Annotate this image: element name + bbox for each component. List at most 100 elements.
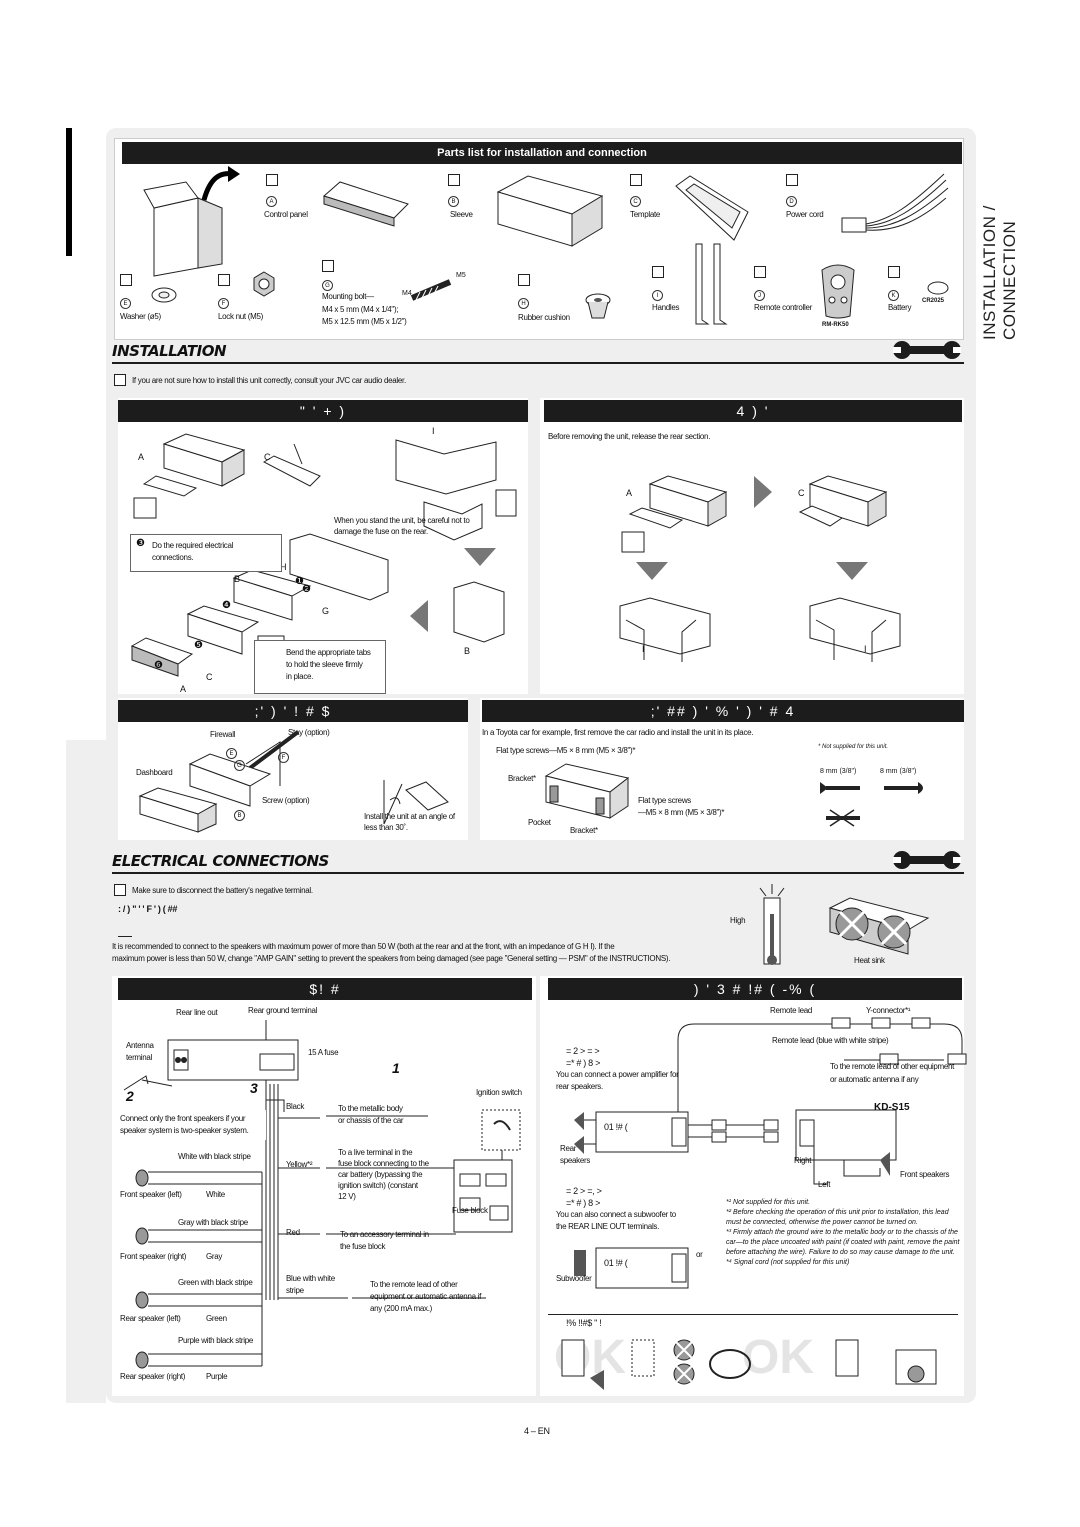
wire-black: Black — [286, 1102, 305, 1111]
screw-mm-2: 8 mm (3/8") — [880, 768, 917, 775]
part-c-checkbox[interactable] — [630, 174, 642, 186]
gray-black: Gray with black stripe — [178, 1218, 248, 1227]
part-f-name: Lock nut (M5) — [218, 312, 264, 321]
step3-box — [130, 534, 282, 572]
remove-label-i1: I — [642, 644, 645, 654]
wrench-icon-2 — [893, 851, 961, 869]
or-label: or — [696, 1250, 703, 1259]
step-n4: ❹ — [222, 600, 231, 611]
part-e-letter: E — [120, 298, 131, 309]
part-k-letter: K — [888, 290, 899, 301]
install-diagram-left — [130, 433, 517, 677]
page-panel-lower — [66, 740, 106, 1403]
wire-green: Green — [206, 1314, 227, 1323]
remove-label-a: A — [626, 488, 632, 498]
amp-desc-2: rear speakers. — [556, 1082, 603, 1091]
thermometer-icon — [759, 884, 785, 965]
high-label: High — [730, 916, 746, 925]
part-e-checkbox[interactable] — [120, 274, 132, 286]
speaker-note-2: maximum power is less than 50 W, change … — [112, 954, 671, 963]
white-black: White with black stripe — [178, 1152, 251, 1161]
remote-model: RM-RK50 — [822, 322, 849, 328]
caution-checkbox[interactable] — [114, 374, 126, 386]
rear-ground: Rear ground terminal — [248, 1006, 318, 1015]
part-k-checkbox[interactable] — [888, 266, 900, 278]
sub-amp-label: 01 !# ( — [604, 1258, 628, 1268]
angle-label-1: Install the unit at an angle of — [364, 812, 455, 821]
blue-desc-1: To the remote lead of other — [370, 1280, 458, 1289]
step3-text: Do the required electrical connections. — [152, 541, 234, 562]
part-j-checkbox[interactable] — [754, 266, 766, 278]
rear-right: Rear speaker (right) — [120, 1372, 186, 1381]
yellow-desc-5: 12 V) — [338, 1192, 356, 1201]
red-desc-2: the fuse block — [340, 1242, 386, 1251]
front-right: Front speaker (right) — [120, 1252, 187, 1261]
remote-lead-blue: Remote lead (blue with white stripe) — [772, 1036, 889, 1045]
parts-header: Parts list for installation and connecti… — [122, 142, 962, 164]
part-h-checkbox[interactable] — [518, 274, 530, 286]
subwoofer-label: Subwoofer — [556, 1274, 592, 1283]
blue-desc-2: equipment or automatic antenna if — [370, 1292, 482, 1301]
garbled-line: : / ) " ' ' F ' ) ( ## — [118, 904, 178, 914]
label-c2: C — [206, 672, 213, 682]
bracket-label-1: Bracket* — [508, 774, 536, 783]
toyota-bracket-diagram — [544, 763, 630, 819]
wiring-left-band: $! # — [118, 978, 532, 1000]
num-2: 2 — [126, 1088, 134, 1104]
heat-sink-illustration — [828, 897, 930, 955]
part-e-name: Washer (ø5) — [120, 312, 161, 321]
amp-garbled-1: = 2 > = > — [566, 1046, 600, 1056]
disconnect-note: Make sure to disconnect the battery's ne… — [132, 886, 313, 895]
flat-screws-2a: Flat type screws — [638, 796, 691, 805]
wiring-right-panel — [540, 976, 964, 1396]
release-note: Before removing the unit, release the re… — [548, 432, 711, 441]
remote-controller-icon — [821, 264, 855, 319]
num-1: 1 — [392, 1060, 400, 1076]
handles-icon — [695, 243, 728, 325]
spine-bar — [66, 128, 72, 256]
bottom-rule — [548, 1314, 958, 1315]
part-g-checkbox[interactable] — [322, 260, 334, 272]
stay-label: Stay (option) — [288, 728, 330, 737]
part-f-checkbox[interactable] — [218, 274, 230, 286]
step-n6: ❻ — [154, 660, 163, 671]
part-j-letter: J — [754, 290, 765, 301]
bend-1: Bend the appropriate tabs — [286, 648, 371, 657]
rear-line-out: Rear line out — [176, 1008, 218, 1017]
installation-caution: If you are not sure how to install this … — [132, 376, 406, 385]
not-supplied-note: * Not supplied for this unit. — [818, 744, 889, 750]
part-a-checkbox[interactable] — [266, 174, 278, 186]
to-metal-1: To the metallic body — [338, 1104, 403, 1113]
label-left: Left — [818, 1180, 831, 1189]
bracket-label-2: Bracket* — [570, 826, 598, 835]
footnote-2: *² Before checking the operation of this… — [726, 1209, 949, 1226]
wiring-right-band: ) ' 3 # !# ( -% ( — [548, 978, 962, 1000]
part-b-checkbox[interactable] — [448, 174, 460, 186]
ok-diagram — [561, 1339, 937, 1390]
pocket-label: Pocket — [528, 818, 551, 827]
rear-sp-2: speakers — [560, 1156, 591, 1165]
wiring-diagram-left — [123, 1020, 521, 1369]
part-c-name: Template — [630, 210, 661, 219]
y-connector: Y-connector*¹ — [866, 1006, 911, 1015]
disconnect-checkbox[interactable] — [114, 884, 126, 896]
bend-box — [254, 640, 386, 694]
front-only-1: Connect only the front speakers if your — [120, 1114, 246, 1123]
page-number: 4 – EN — [524, 1426, 550, 1436]
step-n2: ❷ — [302, 584, 311, 595]
parts-panel — [114, 138, 964, 340]
toyota-note: In a Toyota car for example, first remov… — [482, 728, 754, 737]
part-i-checkbox[interactable] — [652, 266, 664, 278]
ok-watermark-2: OK — [742, 1331, 814, 1384]
fuse-note-2: damage the fuse on the rear. — [334, 527, 428, 536]
part-d-checkbox[interactable] — [786, 174, 798, 186]
screw-mm-1: 8 mm (3/8") — [820, 768, 857, 775]
part-g-letter: G — [322, 280, 333, 291]
label-a: A — [138, 452, 144, 462]
step-n1: ❶ — [295, 576, 304, 587]
fuse-label: 15 A fuse — [308, 1048, 339, 1057]
part-h-name: Rubber cushion — [518, 313, 570, 322]
yellow-desc-3: car battery (bypassing the — [338, 1170, 423, 1179]
sub-desc-2: the REAR LINE OUT terminals. — [556, 1222, 660, 1231]
wire-gray: Gray — [206, 1252, 223, 1261]
